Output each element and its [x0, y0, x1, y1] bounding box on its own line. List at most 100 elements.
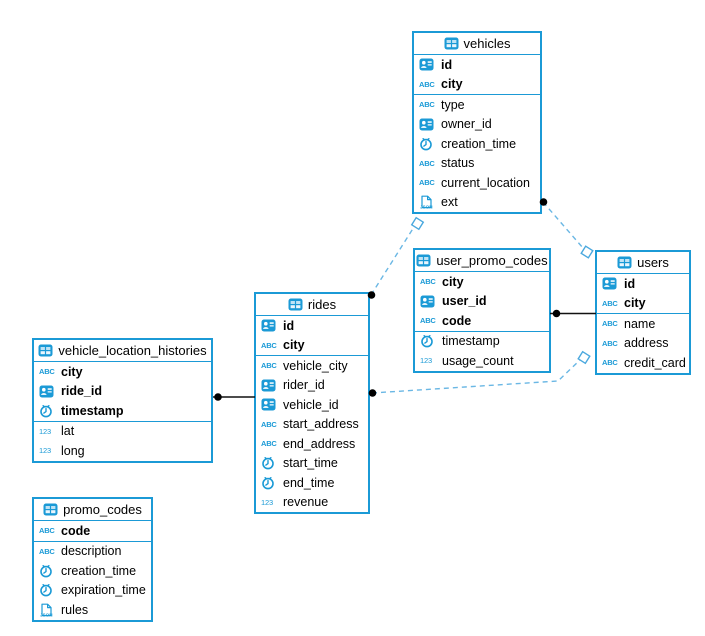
- column-row-name[interactable]: ABC name: [597, 314, 689, 334]
- column-row-timestamp[interactable]: timestamp: [415, 332, 549, 352]
- table-icon: [617, 256, 632, 269]
- id-type-icon: [261, 398, 283, 411]
- text-type-icon: ABC: [261, 419, 277, 429]
- number-type-icon: 123: [39, 446, 51, 456]
- column-row-creation_time[interactable]: creation_time: [34, 561, 151, 581]
- relation-vehicle_location_histories-rides[interactable]: [213, 393, 255, 401]
- table-header[interactable]: rides: [256, 294, 368, 316]
- text-type-icon: ABC: [602, 319, 618, 329]
- column-name: creation_time: [441, 136, 517, 151]
- id-type-icon: [261, 379, 283, 392]
- time-type-icon: [39, 564, 61, 578]
- column-row-ride_id[interactable]: ride_id: [34, 382, 211, 402]
- column-name: city: [283, 338, 305, 353]
- text-type-icon: ABC: [419, 178, 435, 188]
- relation-user_promo_codes-users[interactable]: [550, 309, 596, 318]
- json-type-icon: JSON: [39, 603, 61, 617]
- column-row-rider_id[interactable]: rider_id: [256, 376, 368, 396]
- table-header[interactable]: vehicles: [414, 33, 540, 55]
- column-row-status[interactable]: ABC status: [414, 154, 540, 174]
- column-name: usage_count: [442, 353, 514, 368]
- column-row-id[interactable]: id: [414, 55, 540, 75]
- column-name: address: [624, 336, 669, 351]
- column-row-vehicle_id[interactable]: vehicle_id: [256, 395, 368, 415]
- column-row-user_id[interactable]: user_id: [415, 292, 549, 312]
- table-icon: [43, 503, 58, 516]
- svg-text:JSON: JSON: [40, 612, 53, 617]
- text-type-icon: ABC: [419, 158, 435, 168]
- column-row-timestamp[interactable]: timestamp: [34, 401, 211, 421]
- table-name: user_promo_codes: [436, 253, 548, 268]
- text-type-icon: ABC: [420, 277, 436, 287]
- relation-diamond: [410, 216, 425, 231]
- table-name: vehicles: [463, 36, 511, 51]
- column-name: name: [624, 316, 656, 331]
- table-header[interactable]: promo_codes: [34, 499, 151, 521]
- relation-diamond: [577, 350, 591, 365]
- column-row-start_time[interactable]: start_time: [256, 454, 368, 474]
- column-row-expiration_time[interactable]: expiration_time: [34, 581, 151, 601]
- column-row-rules[interactable]: JSON rules: [34, 600, 151, 620]
- column-name: id: [624, 276, 636, 291]
- column-row-creation_time[interactable]: creation_time: [414, 134, 540, 154]
- id-type-icon: [419, 118, 441, 131]
- id-type-icon: [602, 277, 624, 290]
- time-type-icon: [39, 404, 61, 418]
- json-type-icon: JSON: [419, 195, 441, 209]
- column-name: lat: [61, 424, 75, 439]
- table-header[interactable]: vehicle_location_histories: [34, 340, 211, 362]
- column-row-id[interactable]: id: [256, 316, 368, 336]
- column-name: ride_id: [61, 384, 102, 399]
- column-name: city: [61, 364, 83, 379]
- column-name: rules: [61, 602, 89, 617]
- id-type-icon: [420, 295, 442, 308]
- table-name: users: [637, 255, 669, 270]
- column-name: city: [624, 296, 646, 311]
- column-row-id[interactable]: id: [597, 274, 689, 294]
- column-name: ext: [441, 195, 458, 210]
- text-type-icon: ABC: [602, 298, 618, 308]
- column-row-city[interactable]: ABC city: [597, 294, 689, 314]
- column-name: creation_time: [61, 563, 137, 578]
- relation-dot: [552, 309, 561, 318]
- table-header[interactable]: users: [597, 252, 689, 274]
- table-header[interactable]: user_promo_codes: [415, 250, 549, 272]
- column-name: type: [441, 97, 465, 112]
- table-icon: [288, 298, 303, 311]
- column-name: credit_card: [624, 355, 686, 370]
- column-name: owner_id: [441, 117, 492, 132]
- column-name: status: [441, 156, 475, 171]
- column-row-end_time[interactable]: end_time: [256, 473, 368, 493]
- text-type-icon: ABC: [419, 79, 435, 89]
- column-row-owner_id[interactable]: owner_id: [414, 115, 540, 135]
